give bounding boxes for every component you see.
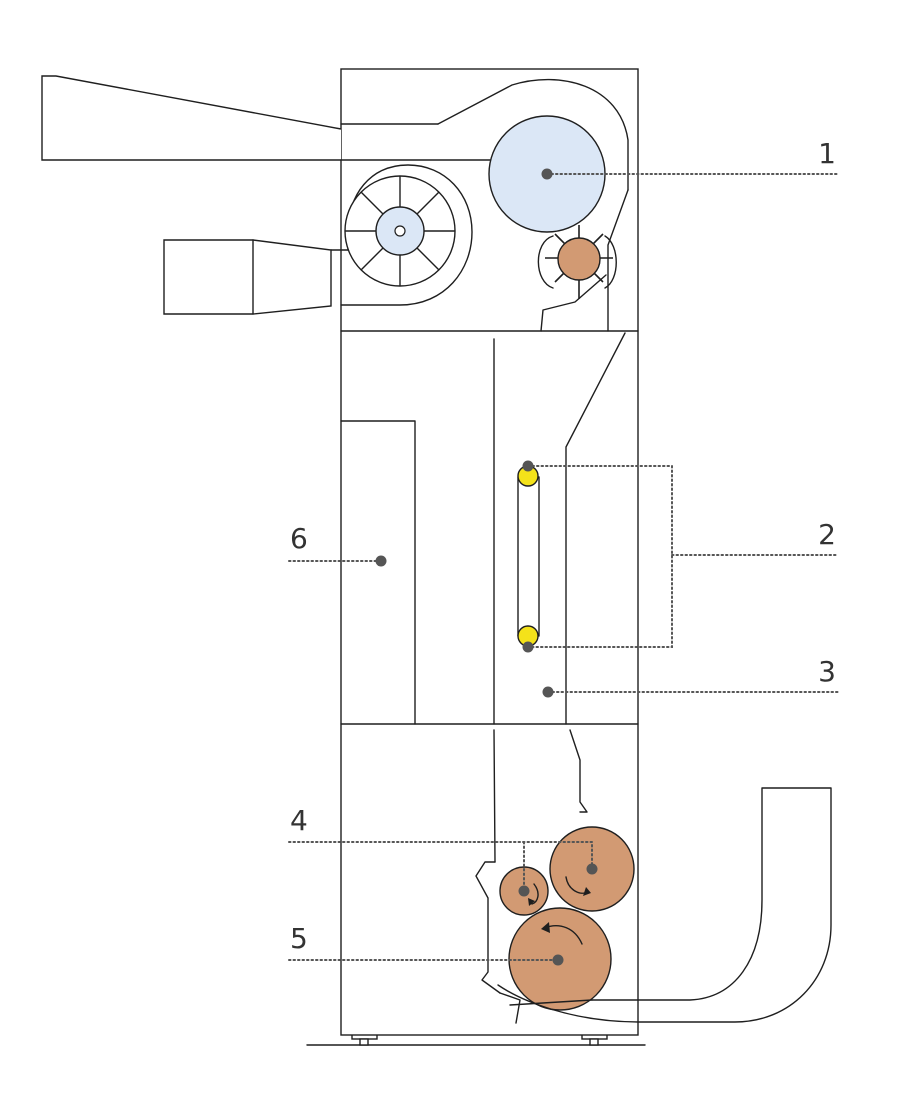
- reserve-chute: [340, 420, 416, 725]
- callout-6: 6: [288, 522, 387, 567]
- lattice-belt: [517, 465, 540, 647]
- rotation-arrow-small: [531, 883, 539, 905]
- fan-wheel: [344, 175, 456, 287]
- callout-3: 3: [542, 655, 839, 698]
- leader-line-2: [527, 465, 839, 648]
- leader-line-4: [288, 841, 593, 892]
- outlet-chute: [497, 787, 832, 1023]
- callout-label-4: 4: [290, 804, 308, 837]
- callout-dot-2b: [522, 641, 534, 653]
- callout-label-2: 2: [818, 518, 836, 551]
- callout-dot-2a: [522, 460, 534, 472]
- callout-4: 4: [288, 804, 598, 897]
- top-section: [41, 75, 629, 332]
- beater-roller: [537, 225, 617, 299]
- callout-dot-4b: [518, 885, 530, 897]
- callout-dot-5: [552, 954, 564, 966]
- callout-label-5: 5: [290, 922, 308, 955]
- callout-label-1: 1: [818, 137, 836, 170]
- callout-2: 2: [522, 460, 839, 653]
- callout-label-6: 6: [290, 522, 308, 555]
- feed-hopper: [41, 75, 342, 161]
- callout-label-3: 3: [818, 655, 836, 688]
- callout-dot-4a: [586, 863, 598, 875]
- callout-dot-6: [375, 555, 387, 567]
- callout-5: 5: [288, 922, 564, 966]
- middle-section: [340, 332, 626, 725]
- callout-dot-3: [542, 686, 554, 698]
- callout-dot-1: [541, 168, 553, 180]
- air-duct: [163, 239, 332, 315]
- callout-1: 1: [541, 137, 839, 180]
